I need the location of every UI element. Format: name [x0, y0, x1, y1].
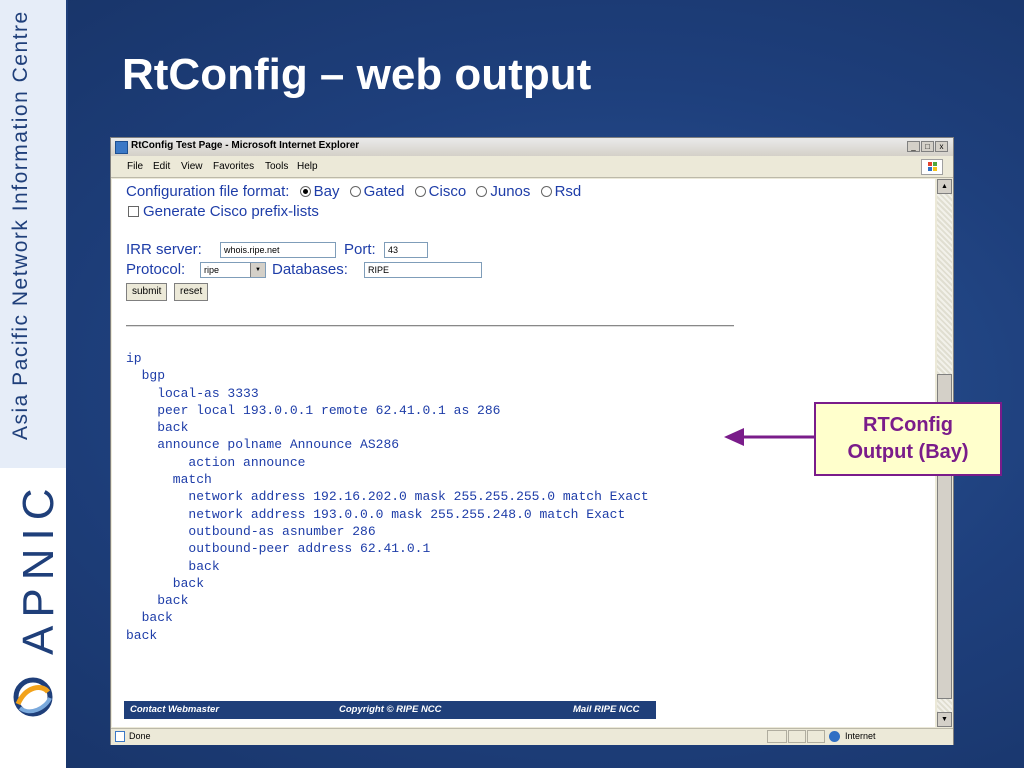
close-button[interactable]: x — [935, 141, 948, 152]
radio-gated-label: Gated — [363, 183, 405, 200]
protocol-label: Protocol: — [126, 261, 186, 278]
page-done-icon — [115, 731, 125, 742]
apnic-logo-text: APNIC — [14, 480, 63, 655]
browser-titlebar[interactable]: RtConfig Test Page - Microsoft Internet … — [111, 138, 953, 156]
radio-cisco-label: Cisco — [428, 183, 467, 200]
format-row: Configuration file format: Bay Gated Cis… — [126, 183, 581, 200]
port-input[interactable]: 43 — [384, 242, 428, 258]
menu-help[interactable]: Help — [297, 161, 318, 172]
web-page-content: Configuration file format: Bay Gated Cis… — [112, 179, 935, 727]
port-label: Port: — [344, 241, 376, 258]
prefix-lists-checkbox[interactable] — [128, 205, 139, 217]
organization-name-vertical: Asia Pacific Network Information Centre — [9, 10, 32, 440]
callout-subtitle: Output (Bay) — [847, 441, 969, 463]
copyright-link[interactable]: Copyright © RIPE NCC — [339, 704, 442, 715]
radio-bay[interactable] — [299, 185, 311, 197]
status-cell — [807, 730, 825, 743]
submit-button[interactable]: submit — [126, 283, 168, 301]
security-zone-label: Internet — [845, 731, 876, 741]
menu-favorites[interactable]: Favorites — [213, 161, 255, 172]
chevron-down-icon: ▼ — [250, 263, 265, 277]
radio-rsd-label: Rsd — [554, 183, 582, 200]
radio-bay-label: Bay — [313, 183, 340, 200]
window-title: RtConfig Test Page - Microsoft Internet … — [131, 140, 360, 151]
prefix-lists-label: Generate Cisco prefix-lists — [143, 203, 319, 220]
ie-page-icon — [115, 141, 128, 154]
radio-junos[interactable] — [476, 185, 488, 197]
reset-button[interactable]: reset — [174, 283, 209, 301]
maximize-button[interactable]: □ — [921, 141, 934, 152]
menu-tools[interactable]: Tools — [265, 161, 289, 172]
databases-label: Databases: — [272, 261, 348, 278]
callout-title: RTConfig — [863, 414, 953, 436]
irr-server-input[interactable]: whois.ripe.net — [220, 242, 336, 258]
page-footer-bar: Contact Webmaster Copyright © RIPE NCC M… — [124, 701, 656, 719]
menu-edit[interactable]: Edit — [153, 161, 171, 172]
format-label: Configuration file format: — [126, 183, 290, 200]
scroll-down-arrow-icon[interactable]: ▼ — [937, 712, 952, 727]
protocol-select[interactable]: ripe ▼ — [200, 262, 266, 278]
radio-cisco[interactable] — [414, 185, 426, 197]
left-brand-band: Asia Pacific Network Information Centre … — [0, 0, 68, 768]
callout-box: RTConfig Output (Bay) — [814, 402, 1002, 476]
contact-webmaster-link[interactable]: Contact Webmaster — [130, 704, 220, 715]
callout-arrow-icon — [724, 428, 816, 446]
rtconfig-output: ip bgp local-as 3333 peer local 193.0.0.… — [126, 351, 649, 643]
menu-view[interactable]: View — [181, 161, 203, 172]
scroll-up-arrow-icon[interactable]: ▲ — [937, 179, 952, 194]
slide-title: RtConfig – web output — [122, 50, 592, 99]
mail-ripe-link[interactable]: Mail RIPE NCC — [573, 704, 640, 715]
browser-window: RtConfig Test Page - Microsoft Internet … — [110, 137, 954, 745]
menu-bar: File Edit View Favorites Tools Help — [111, 157, 953, 178]
minimize-button[interactable]: _ — [907, 141, 920, 152]
protocol-select-value: ripe — [204, 265, 220, 275]
status-cell — [788, 730, 806, 743]
prefix-lists-row: Generate Cisco prefix-lists — [126, 203, 319, 220]
windows-flag-icon — [921, 159, 943, 175]
status-text: Done — [129, 731, 151, 741]
radio-junos-label: Junos — [490, 183, 531, 200]
apnic-logo-icon — [13, 677, 53, 717]
menu-file[interactable]: File — [127, 161, 144, 172]
radio-gated[interactable] — [349, 185, 361, 197]
globe-icon — [829, 731, 840, 742]
horizontal-rule — [126, 325, 734, 327]
irr-server-label: IRR server: — [126, 241, 202, 258]
status-cell — [767, 730, 787, 743]
status-bar: Done Internet — [111, 728, 953, 745]
databases-input[interactable]: RIPE — [364, 262, 482, 278]
radio-rsd[interactable] — [540, 185, 552, 197]
